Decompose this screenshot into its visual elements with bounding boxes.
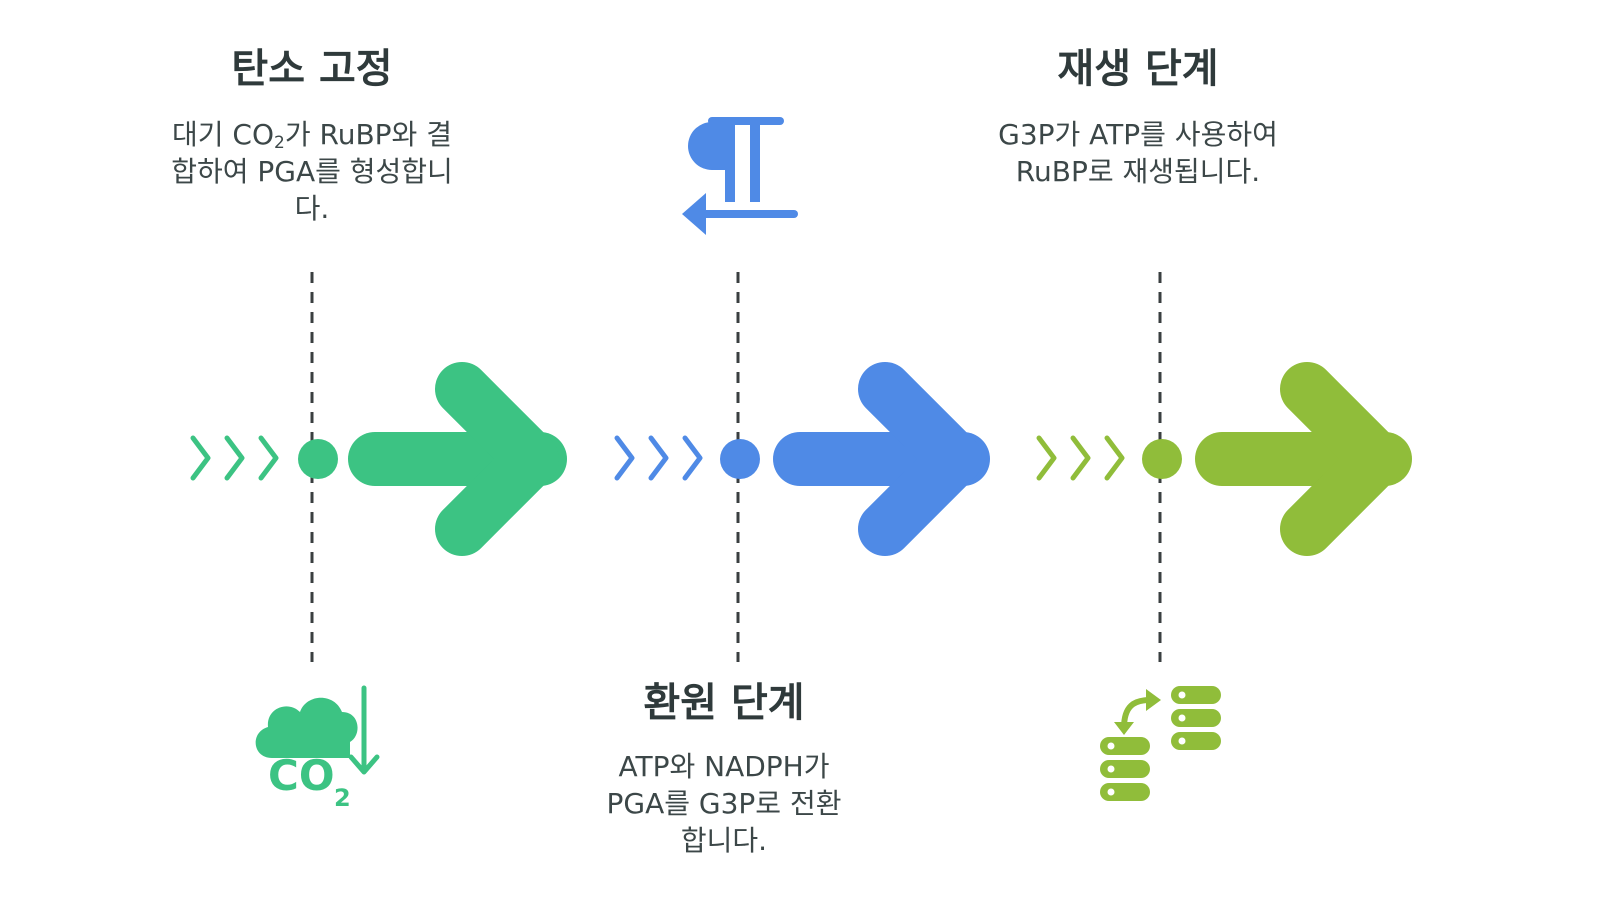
stage-carbon-fixation-graphics: CO 2 xyxy=(190,272,567,812)
chevron-icon xyxy=(1036,435,1125,481)
arrow-right-icon xyxy=(773,362,990,556)
desc-text-pre: 대기 CO xyxy=(172,118,275,151)
stage-dot xyxy=(1142,439,1182,479)
stage-desc-regeneration: G3P가 ATP를 사용하여 RuBP로 재생됩니다. xyxy=(998,118,1278,188)
co2-icon-text: CO xyxy=(268,751,335,800)
chevron-icon xyxy=(190,435,279,481)
stage-title-carbon-fixation: 탄소 고정 xyxy=(231,46,393,92)
stage-regeneration-graphics xyxy=(1036,272,1412,801)
desc-text-post: 가 RuBP와 결합하여 PGA를 형성합니다. xyxy=(171,118,453,225)
stage-desc-reduction: ATP와 NADPH가 PGA를 G3P로 전환합니다. xyxy=(606,750,842,857)
arrow-right-icon xyxy=(1195,362,1412,556)
desc-subscript: 2 xyxy=(274,133,285,153)
pilcrow-return-icon xyxy=(682,117,798,235)
chevron-icon xyxy=(614,435,703,481)
database-transfer-icon xyxy=(1100,686,1221,801)
stage-dot xyxy=(720,439,760,479)
stage-reduction-graphics xyxy=(614,117,990,662)
co2-icon-sub: 2 xyxy=(334,784,351,812)
stage-dot xyxy=(298,439,338,479)
stage-title-reduction: 환원 단계 xyxy=(643,680,805,726)
co2-cloud-down-icon: CO 2 xyxy=(255,685,380,812)
stage-title-regeneration: 재생 단계 xyxy=(1057,46,1219,92)
stage-desc-carbon-fixation: 대기 CO2가 RuBP와 결합하여 PGA를 형성합니다. xyxy=(162,116,462,227)
arrow-right-icon xyxy=(348,362,567,556)
